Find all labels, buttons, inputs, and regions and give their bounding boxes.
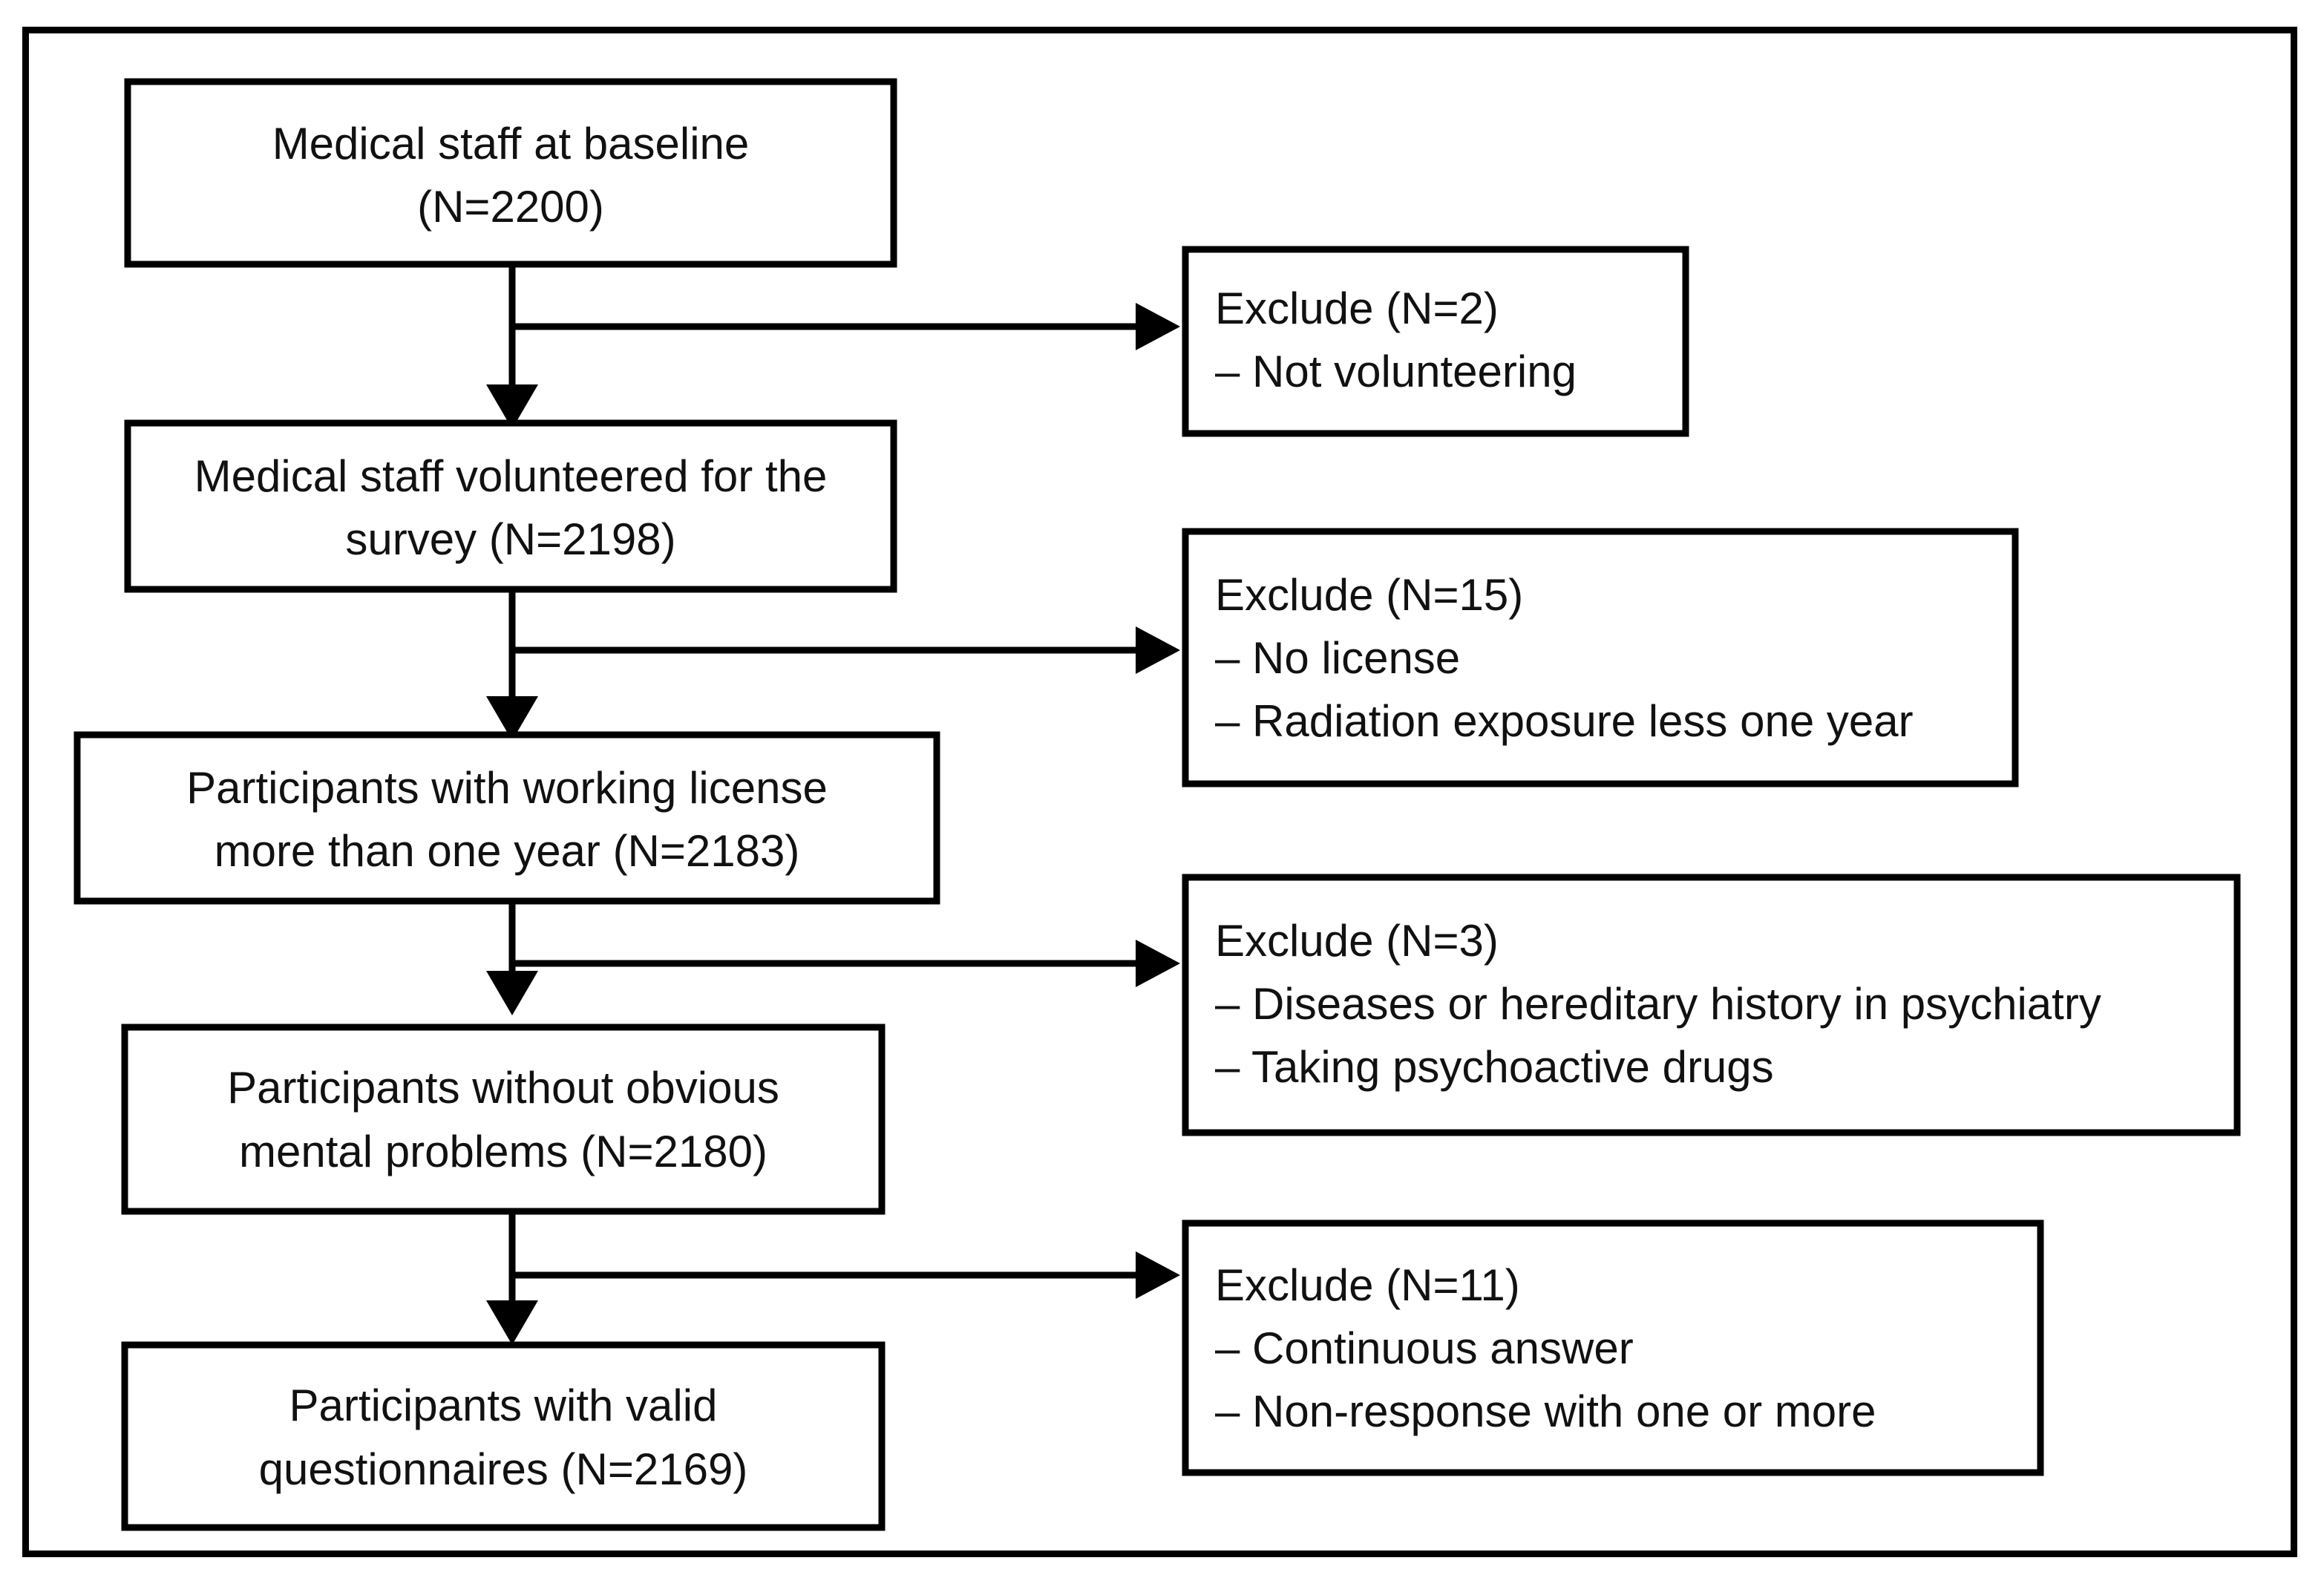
exclusion-node-4[interactable]: Exclude (N=11) – Continuous answer – Non… — [1182, 1219, 2044, 1476]
flow-node-volunteered-line1: Medical staff volunteered for the — [194, 451, 828, 501]
connector-volunteered-to-license — [486, 588, 1180, 741]
flow-node-valid-line1: Participants with valid — [289, 1381, 718, 1430]
exclusion-node-3[interactable]: Exclude (N=3) – Diseases or hereditary h… — [1182, 874, 2241, 1136]
exclusion-node-4-header: Exclude (N=11) — [1215, 1260, 1520, 1310]
flow-node-baseline-line1: Medical staff at baseline — [272, 119, 750, 168]
flow-node-mental[interactable]: Participants without obvious mental prob… — [121, 1024, 886, 1215]
exclusion-node-2-reason-2: – Radiation exposure less one year — [1215, 696, 1914, 746]
flow-node-volunteered[interactable]: Medical staff volunteered for the survey… — [124, 419, 897, 593]
connector-mental-to-valid — [486, 1210, 1180, 1345]
flow-node-license-line2: more than one year (N=2183) — [215, 826, 800, 876]
exclusion-node-2-reason-1: – No license — [1215, 633, 1460, 683]
connector-license-to-mental — [486, 900, 1180, 1015]
flow-node-valid-line2: questionnaires (N=2169) — [259, 1444, 748, 1494]
flow-node-valid[interactable]: Participants with valid questionnaires (… — [121, 1341, 886, 1531]
flow-node-baseline-line2: (N=2200) — [417, 182, 604, 232]
exclusion-node-4-reason-2: – Non-response with one or more — [1215, 1386, 1876, 1436]
exclusion-node-2[interactable]: Exclude (N=15) – No license – Radiation … — [1182, 528, 2019, 788]
exclusion-node-3-header: Exclude (N=3) — [1215, 916, 1499, 966]
flow-node-volunteered-line2: survey (N=2198) — [345, 514, 675, 564]
exclusion-node-3-reason-1: – Diseases or hereditary history in psyc… — [1215, 979, 2101, 1029]
flow-node-license[interactable]: Participants with working license more t… — [73, 731, 940, 905]
exclusion-node-1-reason-1: – Not volunteering — [1215, 347, 1577, 396]
exclusion-node-4-reason-1: – Continuous answer — [1215, 1323, 1634, 1373]
exclusion-node-3-reason-2: – Taking psychoactive drugs — [1215, 1042, 1774, 1092]
connector-baseline-to-volunteered — [486, 263, 1180, 429]
flow-node-mental-line1: Participants without obvious — [227, 1063, 779, 1113]
exclusion-node-2-header: Exclude (N=15) — [1215, 570, 1523, 620]
flow-node-mental-line2: mental problems (N=2180) — [239, 1127, 767, 1176]
flow-node-baseline[interactable]: Medical staff at baseline (N=2200) — [124, 78, 897, 268]
exclusion-node-1[interactable]: Exclude (N=2) – Not volunteering — [1182, 246, 1689, 437]
exclusion-node-1-header: Exclude (N=2) — [1215, 284, 1499, 333]
flow-node-license-line1: Participants with working license — [186, 763, 828, 813]
